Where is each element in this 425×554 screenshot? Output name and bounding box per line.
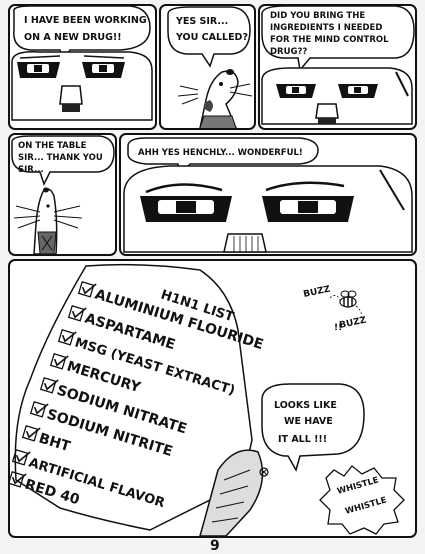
- speech-text-3d: DRUG??: [270, 47, 307, 57]
- speech-balloon-3: [261, 5, 415, 72]
- panel-3: DID YOU BRING THE INGREDIENTS I NEEDED F…: [258, 4, 417, 130]
- svg-text:DID YOU BRING THE INGRED: DID YOU BRING THE INGREDIENTS I NEEDED F…: [270, 11, 392, 57]
- buzz-marks: !!: [334, 323, 342, 333]
- speech-text-2a: YES SIR...: [175, 16, 228, 27]
- speech-text-6b: WE HAVE: [284, 416, 333, 427]
- doctor-face-closeup: [123, 165, 413, 253]
- speech-text-4c: SIR...: [18, 165, 44, 175]
- speech-text-6a: LOOKS LIKE: [274, 400, 337, 411]
- svg-text:ON THE TABLE SIR... THAN: ON THE TABLE SIR... THANK YOU SIR...: [18, 141, 106, 175]
- svg-text:I HAVE BEEN WORKING ON A: I HAVE BEEN WORKING ON A NEW DRUG!!: [24, 15, 150, 43]
- page-number: 9: [210, 538, 220, 554]
- ingredient-list-paper: [14, 263, 253, 531]
- svg-text:LOOKS LIKE WE HAVE: LOOKS LIKE WE HAVE IT ALL !!!: [274, 400, 340, 445]
- speech-balloon-6: [261, 383, 365, 472]
- panel-1: I HAVE BEEN WORKING ON A NEW DRUG!!: [8, 4, 157, 130]
- doctor-face-2: [261, 67, 413, 125]
- speech-balloon-5: [127, 137, 319, 178]
- whistle-burst: [319, 465, 405, 535]
- speech-text-4a: ON THE TABLE: [18, 141, 87, 151]
- speech-text-6c: IT ALL !!!: [278, 434, 327, 445]
- speech-text-3b: INGREDIENTS I NEEDED: [270, 23, 382, 33]
- doctor-face: [11, 50, 153, 121]
- speech-balloon-2: [167, 6, 251, 68]
- speech-text-1b: ON A NEW DRUG!!: [24, 32, 122, 43]
- panel-4: ON THE TABLE SIR... THANK YOU SIR...: [8, 133, 117, 256]
- henchman-rat-2: [13, 187, 83, 255]
- speech-text-3a: DID YOU BRING THE: [270, 11, 365, 21]
- speech-text-2b: YOU CALLED?: [175, 32, 248, 43]
- speech-text-1a: I HAVE BEEN WORKING: [24, 15, 147, 26]
- speech-balloon-4: [11, 135, 115, 186]
- speech-text-3c: FOR THE MIND CONTROL: [270, 35, 389, 45]
- panel-5: AHH YES HENCHLY... WONDERFUL!: [119, 133, 417, 256]
- panel-2: YES SIR... YOU CALLED?: [159, 4, 256, 130]
- speech-balloon-1: [13, 5, 151, 64]
- x-mark-icon: [259, 467, 269, 477]
- speech-text-5: AHH YES HENCHLY... WONDERFUL!: [138, 148, 303, 158]
- svg-text:YES SIR... YOU CALLED?: YES SIR... YOU CALLED?: [175, 16, 248, 43]
- panel-6: H1N1 LIST ALUMINIUM FLOURIDE ASPARTAME M…: [7, 259, 417, 538]
- bee-icon: [329, 290, 362, 321]
- speech-text-4b: SIR... THANK YOU: [18, 153, 103, 163]
- henchman-rat: [177, 69, 253, 129]
